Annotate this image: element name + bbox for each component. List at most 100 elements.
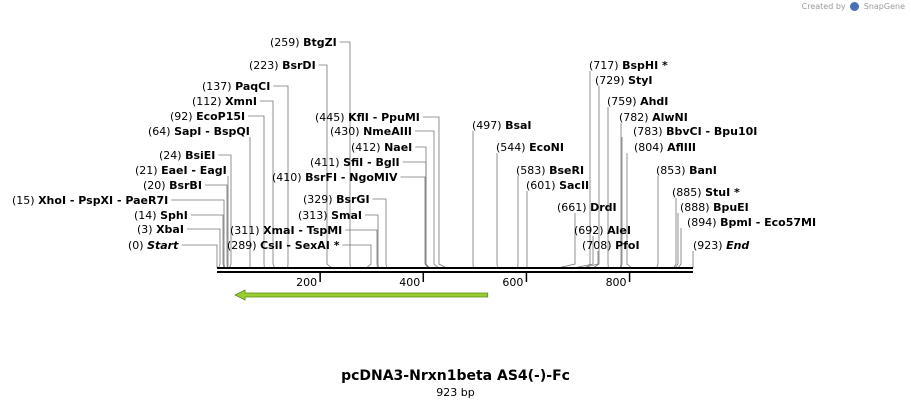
svg-text:(601) SacII: (601) SacII [526, 179, 589, 192]
site-connector [259, 100, 276, 269]
svg-text:(313) SmaI: (313) SmaI [298, 209, 362, 222]
site-connector [582, 251, 599, 269]
site-position: (3) [137, 223, 156, 236]
enzyme-name: BsrDI [282, 59, 316, 72]
svg-text:(311) XmaI - TspMI: (311) XmaI - TspMI [230, 224, 342, 237]
site-position: (92) [170, 110, 196, 123]
svg-text:(289) CslI - SexAI *: (289) CslI - SexAI * [227, 239, 340, 252]
enzyme-name: BtgZI [303, 36, 337, 49]
site-label: (410) BsrFI - NgoMIV [272, 171, 429, 269]
site-label: (311) XmaI - TspMI [230, 224, 378, 269]
svg-text:(804) AflIII: (804) AflIII [634, 141, 696, 154]
site-position: (311) [230, 224, 263, 237]
site-label: (411) SfiI - BglI [310, 156, 430, 269]
enzyme-name: StuI * [705, 186, 740, 199]
site-position: (759) [607, 95, 640, 108]
site-connector [573, 236, 594, 269]
svg-text:(782) AlwNI: (782) AlwNI [619, 111, 688, 124]
site-position: (717) [589, 59, 622, 72]
enzyme-name: - BglI [363, 156, 399, 169]
site-position: (894) [687, 216, 720, 229]
site-position: (708) [582, 239, 615, 252]
enzyme-name: SapI [174, 125, 201, 138]
site-label: (15) XhoI - PspXI - PaeR7I [12, 194, 226, 269]
enzyme-name: - BspQI [201, 125, 249, 138]
svg-text:(923) End: (923) End [693, 239, 749, 252]
enzyme-name: - TspMI [295, 224, 343, 237]
site-position: (782) [619, 111, 652, 124]
site-label: (112) XmnI [192, 95, 276, 269]
site-connector [619, 123, 622, 269]
site-connector [422, 116, 447, 269]
site-label: (692) AleI [573, 224, 631, 269]
enzyme-name: - NgoMIV [337, 171, 398, 184]
svg-text:(888) BpuEI: (888) BpuEI [680, 201, 749, 214]
watermark-brand: SnapGene [863, 2, 905, 11]
site-label: (783) BbvCI - Bpu10I [620, 125, 757, 269]
site-label: (20) BsrBI [143, 179, 228, 269]
enzyme-name: BanI [689, 164, 717, 177]
site-connector [656, 176, 659, 269]
enzyme-name: Start [147, 239, 179, 252]
axis-tick-label: 800 [606, 276, 627, 289]
axis-tick-label: 200 [296, 276, 317, 289]
site-connector [673, 198, 677, 269]
svg-text:(430) NmeAIII: (430) NmeAIII [330, 125, 412, 138]
enzyme-name: BbvCI [666, 125, 702, 138]
enzyme-name: BpuEI [713, 201, 749, 214]
enzyme-name: EcoNI [529, 141, 564, 154]
site-label: (259) BtgZI [270, 36, 351, 269]
enzyme-name: EcoP15I [196, 110, 245, 123]
site-labels: (259) BtgZI(223) BsrDI(137) PaqCI(112) X… [12, 36, 816, 269]
svg-text:(717) BspHI *: (717) BspHI * [589, 59, 668, 72]
svg-text:(412) NaeI: (412) NaeI [351, 141, 412, 154]
svg-text:(329) BsrGI: (329) BsrGI [303, 193, 370, 206]
site-label: (430) NmeAIII [330, 125, 440, 269]
svg-text:(759) AhdI: (759) AhdI [607, 95, 668, 108]
site-connector [620, 137, 623, 269]
site-label: (92) EcoP15I [170, 110, 265, 269]
site-position: (412) [351, 141, 384, 154]
site-position: (20) [143, 179, 169, 192]
site-label: (0) Start [128, 239, 218, 268]
site-connector [190, 214, 225, 269]
site-label: (3) XbaI [137, 223, 221, 269]
enzyme-name: - EagI [188, 164, 227, 177]
site-label: (313) SmaI [298, 209, 379, 269]
site-label: (64) SapI - BspQI [148, 125, 251, 269]
site-connector [186, 228, 221, 269]
enzyme-name: StyI [628, 74, 652, 87]
site-position: (888) [680, 201, 713, 214]
site-position: (497) [472, 119, 505, 132]
site-position: (410) [272, 171, 305, 184]
enzyme-name: NmeAIII [363, 125, 412, 138]
site-label: (601) SacII [526, 179, 589, 269]
svg-text:(445) KflI - PpuMI: (445) KflI - PpuMI [315, 111, 420, 124]
site-label: (923) End [692, 239, 749, 268]
site-label: (445) KflI - PpuMI [315, 111, 447, 269]
svg-text:(783) BbvCI - Bpu10I: (783) BbvCI - Bpu10I [633, 125, 757, 138]
svg-text:(692) AleI: (692) AleI [574, 224, 631, 237]
site-label: (782) AlwNI [619, 111, 688, 269]
svg-text:(64) SapI - BspQI: (64) SapI - BspQI [148, 125, 250, 138]
enzyme-name: BspHI * [622, 59, 668, 72]
svg-text:(708) PfoI: (708) PfoI [582, 239, 640, 252]
enzyme-name: - SexAI * [283, 239, 340, 252]
svg-text:(885) StuI *: (885) StuI * [672, 186, 740, 199]
site-connector [364, 214, 379, 269]
enzyme-name: BsiEI [185, 149, 215, 162]
site-position: (289) [227, 239, 260, 252]
site-position: (313) [298, 209, 331, 222]
site-label: (21) EaeI - EagI [135, 164, 229, 269]
site-position: (692) [574, 224, 607, 237]
site-position: (0) [128, 239, 147, 252]
site-position: (661) [557, 201, 590, 214]
site-connector [345, 229, 378, 269]
site-connector [496, 153, 498, 269]
svg-text:(894) BpmI - Eco57MI: (894) BpmI - Eco57MI [687, 216, 816, 229]
site-connector [402, 161, 430, 269]
site-position: (430) [330, 125, 363, 138]
watermark-prefix: Created by [801, 2, 846, 11]
svg-text:(112) XmnI: (112) XmnI [192, 95, 257, 108]
svg-text:(137) PaqCI: (137) PaqCI [202, 80, 270, 93]
